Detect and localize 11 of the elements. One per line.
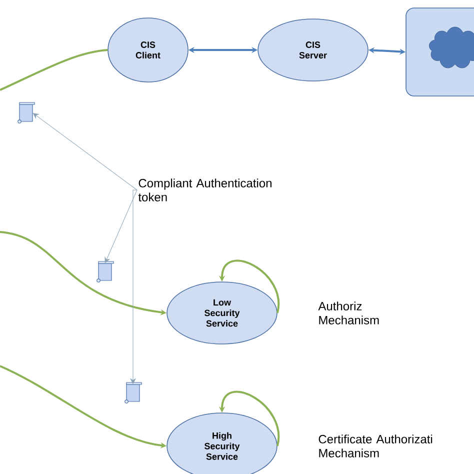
mechanism-label: Authoriz Mechanism <box>318 302 379 324</box>
scroll-icon <box>124 382 142 404</box>
scroll-icon <box>18 102 35 124</box>
leader-line <box>104 190 138 263</box>
connector-line <box>0 49 108 91</box>
cloud-panel <box>406 8 474 96</box>
token-label: Compliant Authentication token <box>138 178 272 202</box>
leader-line <box>33 113 138 190</box>
mechanism-label: Certificate Authorizati Mechanism <box>318 434 432 458</box>
scroll-icon <box>96 261 114 282</box>
leader-line <box>130 190 138 384</box>
